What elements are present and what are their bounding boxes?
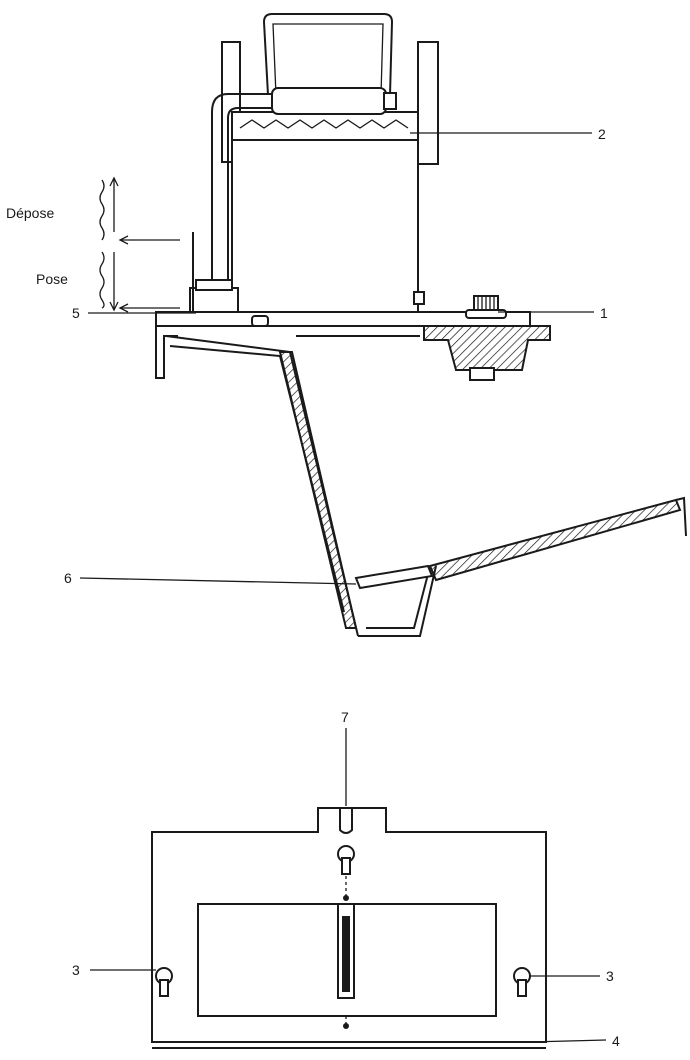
top-roller bbox=[271, 87, 387, 115]
leader-4 bbox=[529, 1039, 607, 1043]
label-1: 1 bbox=[600, 305, 608, 321]
label-3-right: 3 bbox=[606, 968, 614, 984]
tank-body bbox=[231, 111, 419, 327]
top-slot bbox=[339, 808, 353, 834]
water-surface bbox=[239, 119, 409, 129]
front-bracket bbox=[155, 326, 178, 379]
sill-section bbox=[423, 325, 551, 371]
label-4: 4 bbox=[612, 1033, 620, 1049]
top-roller-cap bbox=[383, 92, 397, 110]
clamp-block-upper bbox=[195, 279, 233, 291]
clamp-block bbox=[189, 287, 239, 313]
vial-pin-bottom bbox=[343, 1023, 349, 1029]
keyhole-top bbox=[337, 845, 355, 875]
hopper-bottom bbox=[358, 565, 437, 637]
side-elevation-view bbox=[79, 13, 687, 637]
vial-pin-top bbox=[343, 895, 349, 901]
outlet-lip bbox=[675, 496, 687, 537]
hopper-wall-hatch bbox=[278, 351, 358, 629]
bent-tube bbox=[211, 93, 272, 296]
bent-tube-inner bbox=[227, 107, 272, 296]
mounting-plate bbox=[155, 311, 531, 327]
label-3-left: 3 bbox=[72, 962, 80, 978]
label-depose: Dépose bbox=[6, 205, 54, 221]
plate-stub bbox=[251, 315, 269, 327]
pose-depose-indicator bbox=[99, 176, 180, 313]
label-2: 2 bbox=[598, 126, 606, 142]
right-upright bbox=[417, 41, 439, 165]
label-5: 5 bbox=[72, 305, 80, 321]
plan-view-plate bbox=[90, 728, 607, 1049]
keyhole-left bbox=[155, 967, 173, 997]
label-7: 7 bbox=[341, 709, 349, 725]
thumb-screw bbox=[465, 295, 507, 319]
label-6: 6 bbox=[64, 570, 72, 586]
label-pose: Pose bbox=[36, 271, 68, 287]
deflector-plate bbox=[354, 564, 434, 590]
screw-nut bbox=[469, 367, 495, 381]
carry-handle-inner bbox=[272, 23, 384, 96]
side-bolt bbox=[413, 291, 425, 305]
hopper-left-outer bbox=[165, 335, 359, 637]
hopper-bottom-inner bbox=[366, 573, 429, 629]
outlet-spout bbox=[428, 498, 682, 582]
leader-6 bbox=[79, 577, 357, 585]
carry-handle bbox=[262, 13, 394, 96]
level-vial-bubble bbox=[342, 916, 350, 992]
